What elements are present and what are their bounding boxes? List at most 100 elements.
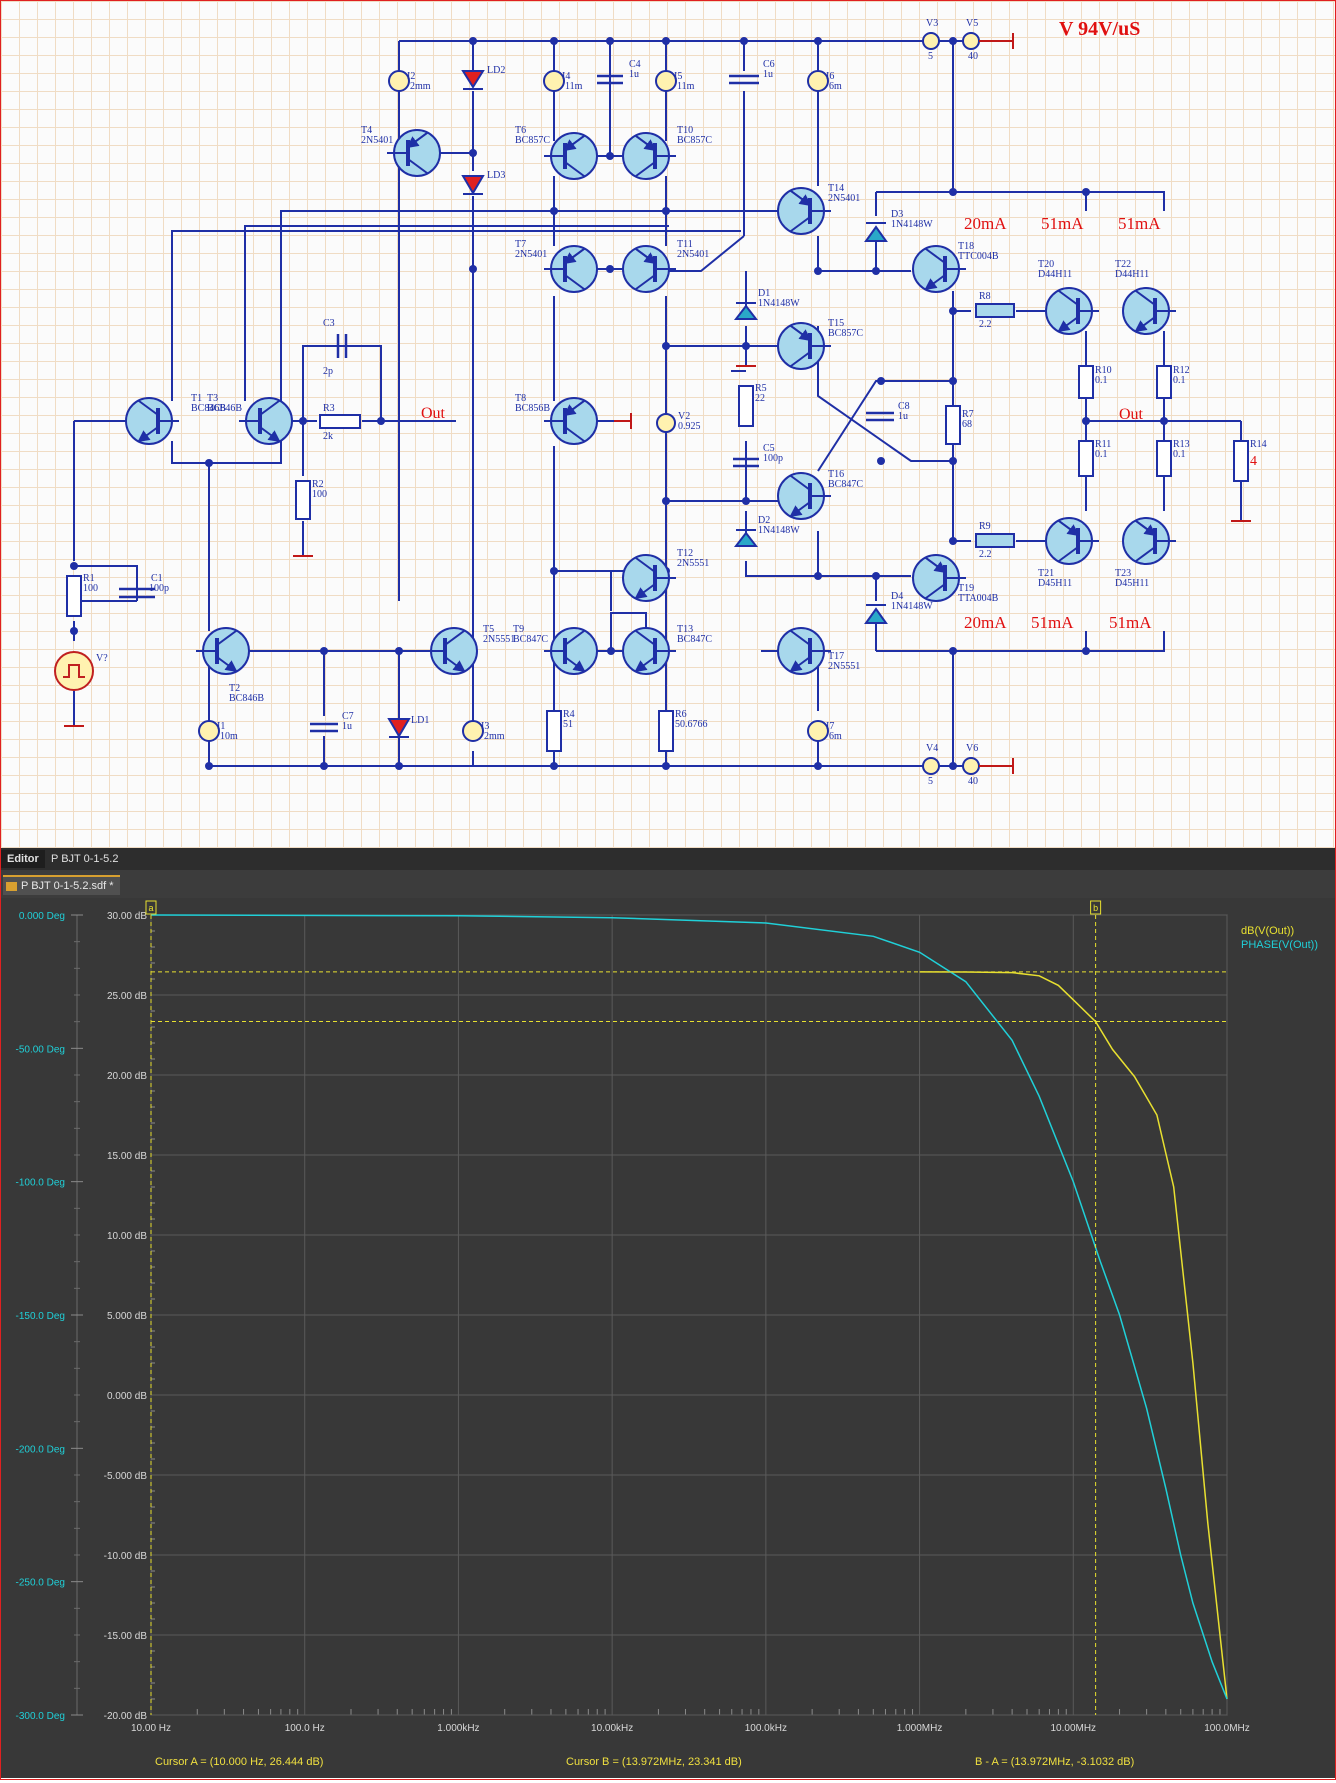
diode-part: 1N4148W: [758, 298, 800, 309]
resistor-ref: R11: [1095, 439, 1111, 450]
source-vin: [54, 651, 94, 691]
capacitor-ref: C1: [151, 573, 163, 584]
transistor-part: 2N5401: [515, 249, 547, 260]
diode-d3-icon: [864, 222, 888, 242]
source-ref: V5: [966, 18, 978, 29]
current-sources[interactable]: [198, 70, 829, 742]
tab-editor[interactable]: Editor: [1, 850, 45, 868]
y-db-tick-label: -5.000 dB: [104, 1471, 148, 1482]
transistor-ref: T23: [1115, 568, 1131, 579]
cursor-a-readout: Cursor A = (10.000 Hz, 26.444 dB): [155, 1756, 323, 1768]
cursor-b-readout: Cursor B = (13.972MHz, 23.341 dB): [566, 1756, 742, 1768]
diodes[interactable]: [387, 70, 888, 738]
diode-ref: D3: [891, 209, 903, 220]
transistor-ref: T18: [958, 241, 974, 252]
cursor-a-handle[interactable]: a: [145, 900, 157, 915]
schematic-labels: R1100R2100R32kR451R522R650.6766R768R82.2…: [83, 18, 1267, 787]
current-source-value: 11m: [565, 81, 583, 92]
resistors[interactable]: [66, 303, 1249, 752]
transistor-part: 2N5551: [483, 634, 515, 645]
x-tick-label: 1.000kHz: [437, 1723, 479, 1734]
resistor-value: 2.2: [979, 549, 992, 560]
led-ld3-icon: [461, 175, 485, 195]
svg-text:b: b: [1093, 903, 1098, 913]
tab-document[interactable]: P BJT 0-1-5.2: [51, 853, 119, 865]
y-phase-tick-label: 0.000 Deg: [19, 911, 65, 922]
resistor-ref: R13: [1173, 439, 1190, 450]
diode-d1-icon: [733, 302, 759, 320]
transistor-part: 2N5401: [828, 193, 860, 204]
source-ref: V3: [926, 18, 938, 29]
capacitor-c7: [310, 722, 338, 733]
diode-part: 1N4148W: [891, 601, 933, 612]
tab-bar: Editor P BJT 0-1-5.2: [1, 848, 1335, 870]
transistors[interactable]: T1BC846BT3BC846BT2BC846BT42N5401T52N5551…: [125, 125, 1176, 704]
current-t20: 51mA: [1041, 214, 1084, 233]
transistor-ref: T15: [828, 318, 844, 329]
cursor-b-handle[interactable]: b: [1090, 900, 1102, 915]
current-source-value: 11m: [677, 81, 695, 92]
capacitors[interactable]: [119, 74, 894, 733]
current-source-ref: I1: [217, 721, 225, 732]
transistor-ref: T17: [828, 651, 844, 662]
diode-ref: LD3: [487, 170, 505, 181]
current-source-value: 2mm: [484, 731, 505, 742]
out-label-right: Out: [1119, 406, 1144, 423]
resistor-ref: R4: [563, 709, 575, 720]
file-tab[interactable]: P BJT 0-1-5.2.sdf *: [3, 875, 120, 895]
current-source-i4: [543, 70, 565, 92]
current-source-ref: I6: [826, 71, 834, 82]
transistor-ref: T8: [515, 393, 526, 404]
transistor-ref: T20: [1038, 259, 1054, 270]
transistor-part: D44H11: [1115, 269, 1149, 280]
diode-ref: D4: [891, 591, 903, 602]
current-source-i1: [198, 720, 220, 742]
cursor-diff-readout: B - A = (13.972MHz, -3.1032 dB): [975, 1756, 1134, 1768]
led-ld1-icon: [387, 718, 411, 738]
source-value: 5: [928, 51, 933, 62]
voltage-sources[interactable]: [54, 32, 980, 775]
y-phase-tick-label: -100.0 Deg: [16, 1178, 65, 1189]
y-db-tick-label: 20.00 dB: [107, 1071, 147, 1082]
transistor-ref: T4: [361, 125, 372, 136]
capacitor-ref: C5: [763, 443, 775, 454]
current-source-ref: I2: [407, 71, 415, 82]
source-v2: [656, 413, 676, 433]
resistor-r6: [658, 710, 674, 752]
resistor-r14: [1233, 440, 1249, 482]
slew-rate-note: V 94V/uS: [1059, 18, 1140, 40]
y-phase-tick-label: -300.0 Deg: [16, 1711, 65, 1722]
trace-db: [919, 971, 1228, 1700]
resistor-ref: R9: [979, 521, 991, 532]
transistor-ref: T16: [828, 469, 844, 480]
resistor-r3: [319, 414, 361, 429]
transistor-part: D44H11: [1038, 269, 1072, 280]
